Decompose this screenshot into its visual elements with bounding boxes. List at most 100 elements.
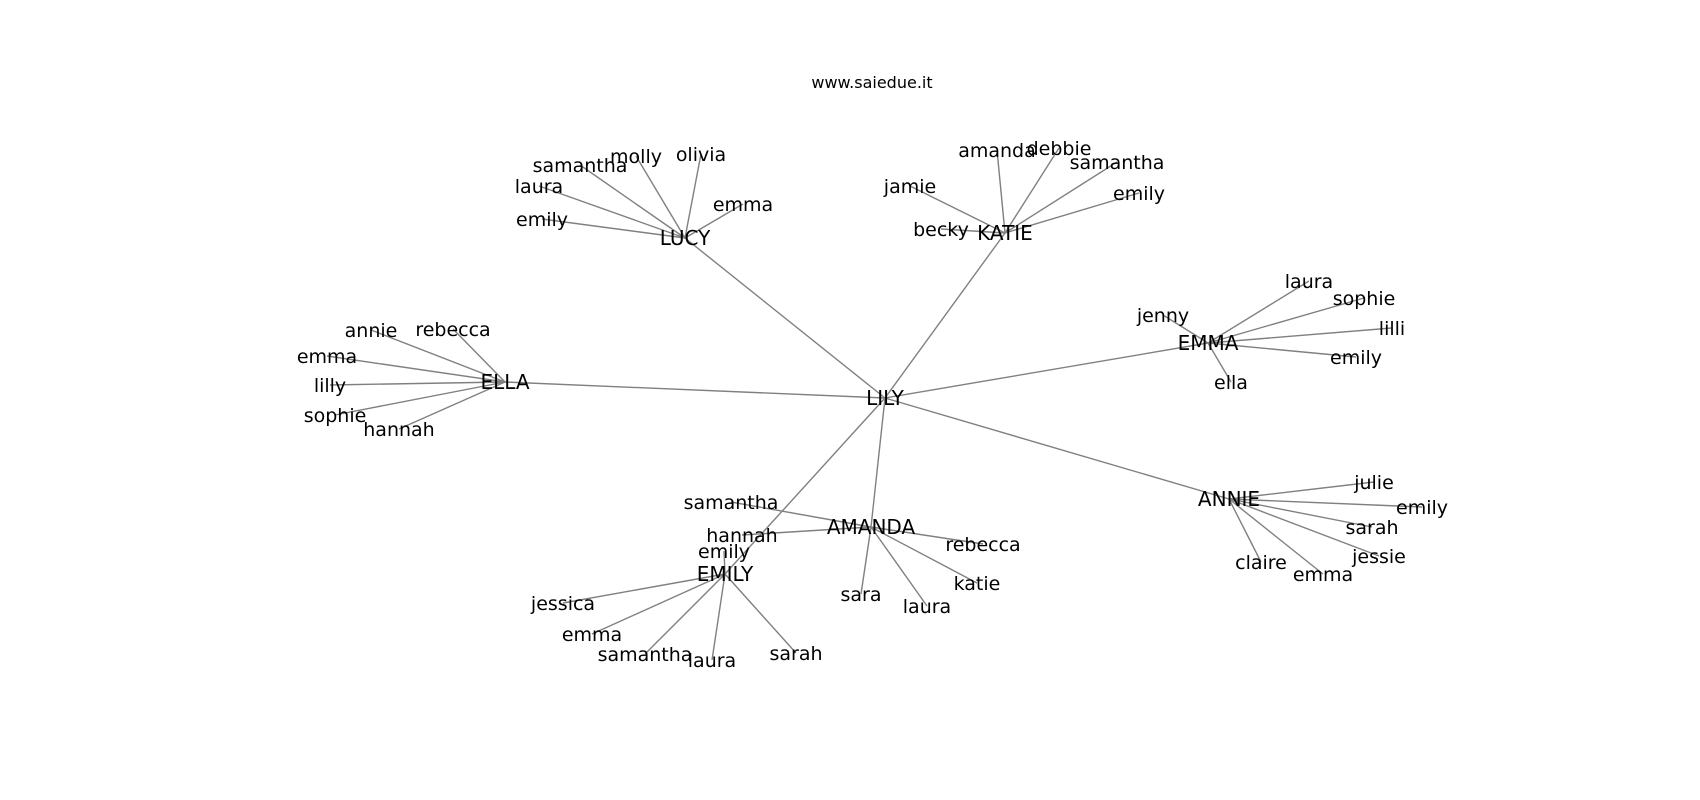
hub-node-katie: KATIE (977, 221, 1033, 245)
hub-node-emma: EMMA (1178, 331, 1239, 355)
edge-root-emily (724, 397, 886, 575)
edge-katie-becky (940, 228, 1006, 234)
leaf-node-emma-ella: ella (1214, 372, 1248, 394)
leaf-node-katie-becky: becky (913, 219, 969, 241)
leaf-node-annie-emma: emma (1293, 564, 1353, 586)
edge-ella-annie (370, 329, 506, 383)
edge-lucy-olivia (684, 153, 702, 239)
leaf-node-annie-emily: emily (1396, 497, 1448, 519)
edge-lucy-samantha (579, 164, 686, 239)
edge-emma-sophie (1207, 297, 1365, 344)
hub-node-annie: ANNIE (1198, 487, 1260, 511)
edge-emily-emily (723, 550, 726, 575)
leaf-node-katie-emily: emily (1113, 183, 1165, 205)
leaf-node-emily-jessica: jessica (530, 593, 595, 615)
leaf-node-emily-laura: laura (688, 650, 736, 672)
edge-ella-sophie (334, 381, 506, 416)
leaf-node-annie-claire: claire (1235, 552, 1287, 574)
edges-layer (326, 147, 1423, 661)
edge-amanda-katie (870, 526, 978, 584)
leaf-node-annie-julie: julie (1353, 472, 1394, 494)
hub-node-ella: ELLA (480, 370, 529, 394)
edge-katie-amanda (996, 149, 1006, 234)
leaf-node-emily-sarah: sarah (769, 643, 822, 665)
edge-emily-sarah (724, 573, 797, 654)
leaf-node-emily-emily: emily (698, 541, 750, 563)
edge-ella-emma (326, 355, 506, 383)
edge-ella-hannah (398, 381, 506, 430)
edge-annie-sarah (1228, 498, 1373, 528)
edge-emily-emma (591, 573, 726, 635)
leaf-node-ella-annie: annie (345, 320, 398, 342)
leaf-node-emma-sophie: sophie (1333, 288, 1396, 310)
edge-emma-lilli (1207, 327, 1393, 344)
leaf-node-amanda-sara: sara (841, 584, 882, 606)
leaf-node-katie-samantha: samantha (1070, 152, 1165, 174)
leaf-node-emma-emily: emily (1330, 347, 1382, 369)
leaf-node-ella-lilly: lilly (314, 375, 346, 397)
leaf-node-emily-emma: emma (562, 624, 622, 646)
edge-katie-debbie (1004, 147, 1060, 234)
edge-root-ella (504, 381, 886, 399)
leaf-node-emily-samantha: samantha (598, 644, 693, 666)
leaf-node-amanda-laura: laura (903, 596, 951, 618)
edge-lucy-laura (538, 185, 686, 239)
edge-emma-emily (1207, 342, 1357, 358)
edge-amanda-samantha (730, 501, 872, 528)
edge-root-emma (884, 342, 1209, 399)
edge-root-katie (884, 232, 1006, 399)
leaf-node-lucy-molly: molly (610, 146, 662, 168)
leaf-node-emma-jenny: jenny (1136, 305, 1189, 327)
edge-katie-jamie (909, 185, 1006, 234)
hub-node-amanda: AMANDA (827, 515, 916, 539)
leaf-node-ella-sophie: sophie (304, 405, 367, 427)
leaf-node-annie-jessie: jessie (1351, 546, 1406, 568)
leaf-node-amanda-hannah: hannah (706, 525, 777, 547)
edge-amanda-sara (860, 526, 872, 595)
edge-amanda-rebecca (870, 526, 984, 545)
edge-amanda-laura (870, 526, 928, 607)
edge-lucy-emily (541, 218, 686, 239)
edge-annie-emily (1228, 498, 1423, 508)
edge-annie-emma (1228, 498, 1324, 575)
labels-layer: www.saiedue.it LILYLUCYoliviamollysamant… (297, 73, 1448, 672)
edge-ella-rebecca (452, 328, 506, 383)
edge-annie-claire (1228, 498, 1262, 563)
leaf-node-lucy-emma: emma (713, 194, 773, 216)
leaf-node-ella-hannah: hannah (363, 419, 434, 441)
hub-node-lucy: LUCY (660, 226, 711, 250)
edge-root-amanda (870, 397, 886, 528)
edge-ella-lilly (329, 381, 506, 386)
edge-emma-laura (1207, 280, 1310, 344)
leaf-node-lucy-emily: emily (516, 209, 568, 231)
leaf-node-amanda-katie: katie (954, 573, 1001, 595)
edge-amanda-hannah (741, 526, 872, 536)
root-node-label: LILY (866, 386, 905, 410)
leaf-node-ella-emma: emma (297, 346, 357, 368)
leaf-node-katie-amanda: amanda (958, 140, 1036, 162)
leaf-node-ella-rebecca: rebecca (415, 319, 490, 341)
leaf-node-emma-laura: laura (1285, 271, 1333, 293)
edge-katie-emily (1004, 192, 1140, 234)
leaf-node-amanda-rebecca: rebecca (945, 534, 1020, 556)
edge-lucy-molly (635, 155, 686, 239)
hub-node-emily: EMILY (697, 562, 754, 586)
edge-emma-jenny (1162, 314, 1209, 344)
leaf-node-amanda-samantha: samantha (684, 492, 779, 514)
edge-root-lucy (684, 237, 886, 399)
edge-root-annie (884, 397, 1230, 500)
edge-emily-laura (711, 573, 726, 661)
leaf-node-emma-lilli: lilli (1379, 318, 1405, 340)
leaf-node-katie-jamie: jamie (883, 176, 936, 198)
diagram-title: www.saiedue.it (811, 73, 932, 92)
edge-emily-jessica (562, 573, 726, 604)
edge-annie-julie (1228, 481, 1375, 500)
leaf-node-lucy-laura: laura (515, 176, 563, 198)
edge-lucy-emma (684, 203, 744, 239)
edge-emma-ella (1207, 342, 1232, 383)
edge-katie-samantha (1004, 161, 1118, 234)
leaf-node-lucy-samantha: samantha (533, 155, 628, 177)
edge-emily-samantha (644, 573, 726, 655)
leaf-node-katie-debbie: debbie (1027, 138, 1092, 160)
